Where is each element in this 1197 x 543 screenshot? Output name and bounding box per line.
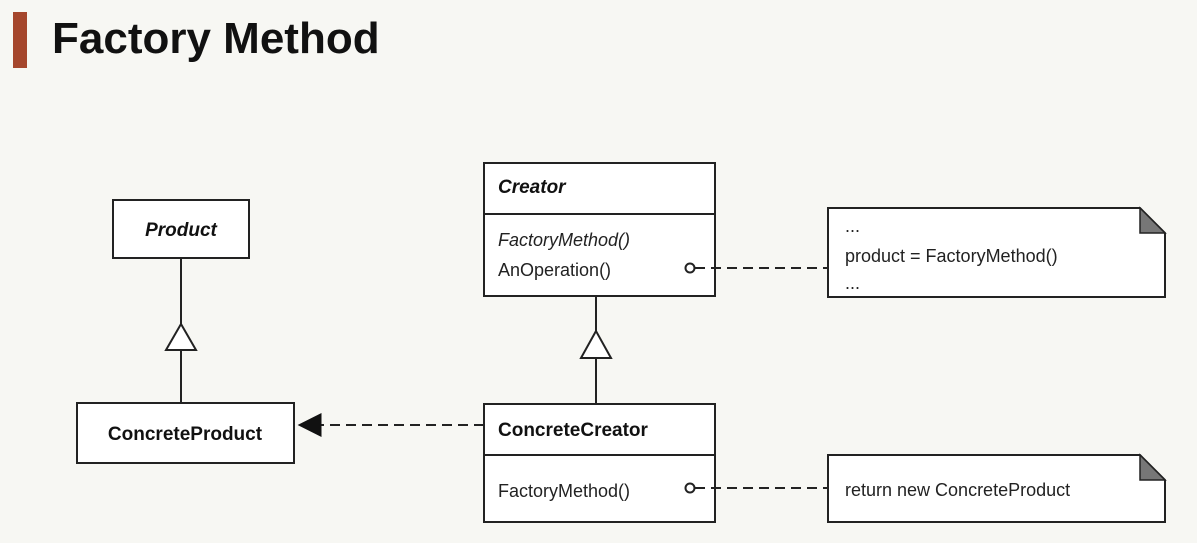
inheritance-creator	[579, 296, 613, 404]
class-concrete-product-box	[76, 402, 295, 464]
inheritance-product	[164, 258, 198, 403]
note-creator[interactable]: ... product = FactoryMethod() ...	[827, 206, 1167, 298]
note-concrete-creator-line-1: return new ConcreteProduct	[845, 480, 1070, 500]
note-creator-line-3: ...	[845, 273, 860, 293]
class-creator-name: Creator	[498, 177, 567, 198]
class-concrete-creator-box	[483, 403, 716, 523]
note-fold-icon	[1139, 453, 1167, 481]
creator-op-an-operation: AnOperation()	[498, 260, 611, 280]
class-product-box	[112, 199, 250, 259]
creator-op-factory-method: FactoryMethod()	[498, 230, 630, 250]
note-creator-line-1: ...	[845, 216, 860, 236]
class-concrete-product[interactable]: ConcreteProduct	[76, 402, 295, 464]
note-creator-connector	[684, 262, 828, 274]
class-concrete-creator-name: ConcreteCreator	[498, 420, 649, 441]
class-creator[interactable]: Creator FactoryMethod() AnOperation()	[483, 162, 716, 297]
class-concrete-creator[interactable]: ConcreteCreator FactoryMethod()	[483, 403, 716, 523]
note-creator-line-2: product = FactoryMethod()	[845, 246, 1058, 266]
class-product-name: Product	[145, 220, 217, 241]
title-accent-bar	[13, 12, 27, 68]
page-title: Factory Method	[52, 14, 380, 63]
class-product[interactable]: Product	[112, 199, 250, 259]
concrete-creator-op-factory-method: FactoryMethod()	[498, 481, 630, 501]
note-concrete-creator[interactable]: return new ConcreteProduct	[827, 453, 1167, 523]
note-fold-icon	[1139, 206, 1167, 234]
class-concrete-product-name: ConcreteProduct	[108, 424, 263, 445]
note-concrete-creator-connector	[684, 482, 828, 494]
class-creator-box	[483, 162, 716, 297]
